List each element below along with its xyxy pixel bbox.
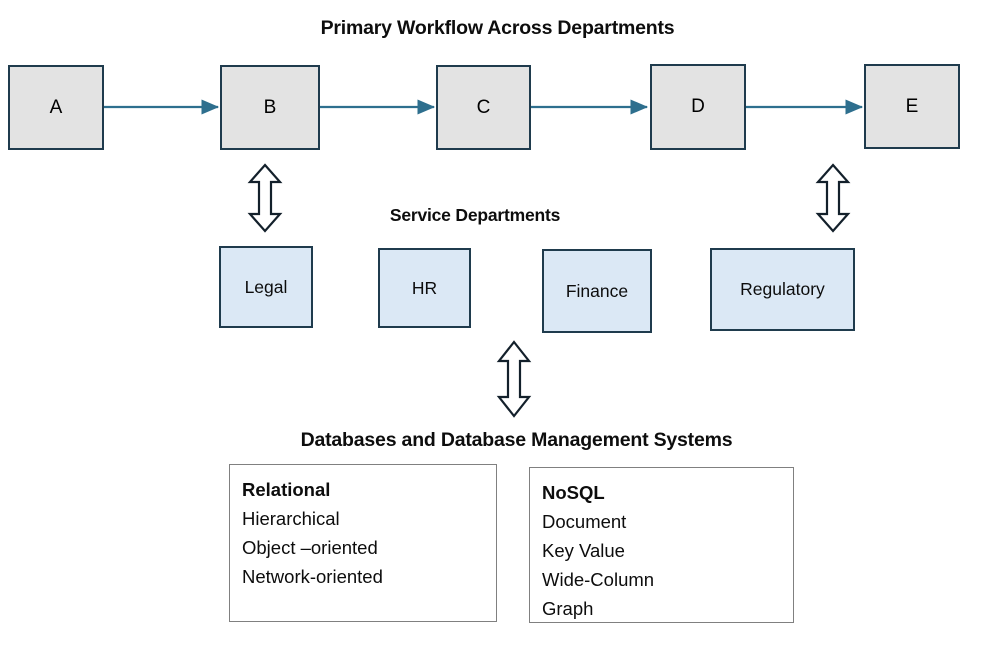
service-departments-title: Service Departments (389, 205, 561, 225)
workflow-node-b-label: B (263, 96, 277, 118)
database-item: Network-oriented (242, 566, 383, 587)
database-box-nosql[interactable]: NoSQL Document Key Value Wide-Column Gra… (529, 467, 794, 623)
database-box-relational[interactable]: Relational Hierarchical Object –oriented… (229, 464, 497, 622)
service-box-finance[interactable]: Finance (542, 249, 652, 333)
service-box-legal-label: Legal (244, 276, 288, 297)
service-box-hr-label: HR (411, 277, 438, 298)
service-box-legal[interactable]: Legal (219, 246, 313, 328)
database-group-heading: Relational (242, 479, 331, 500)
double-arrow-services-databases (496, 340, 532, 418)
workflow-node-c[interactable]: C (436, 65, 531, 150)
service-box-finance-label: Finance (565, 280, 629, 301)
workflow-node-e-label: E (905, 95, 919, 117)
service-box-regulatory[interactable]: Regulatory (710, 248, 855, 331)
database-item: Key Value (542, 540, 625, 561)
database-item: Wide-Column (542, 569, 655, 590)
workflow-node-c-label: C (476, 96, 491, 118)
database-item: Hierarchical (242, 508, 340, 529)
database-item: Graph (542, 598, 594, 619)
double-arrow-b-legal (247, 163, 283, 233)
workflow-node-e[interactable]: E (864, 64, 960, 149)
workflow-node-d[interactable]: D (650, 64, 746, 150)
database-item: Object –oriented (242, 537, 378, 558)
workflow-node-a-label: A (49, 96, 63, 118)
database-item: Document (542, 511, 627, 532)
workflow-node-b[interactable]: B (220, 65, 320, 150)
workflow-node-a[interactable]: A (8, 65, 104, 150)
workflow-connector-arrows (104, 99, 864, 115)
primary-workflow-title: Primary Workflow Across Departments (320, 17, 675, 39)
service-box-hr[interactable]: HR (378, 248, 471, 328)
databases-title: Databases and Database Management System… (300, 429, 733, 451)
service-box-regulatory-label: Regulatory (740, 279, 825, 299)
database-group-heading: NoSQL (542, 482, 605, 503)
double-arrow-d-regulatory (815, 163, 851, 233)
workflow-node-d-label: D (691, 96, 705, 117)
